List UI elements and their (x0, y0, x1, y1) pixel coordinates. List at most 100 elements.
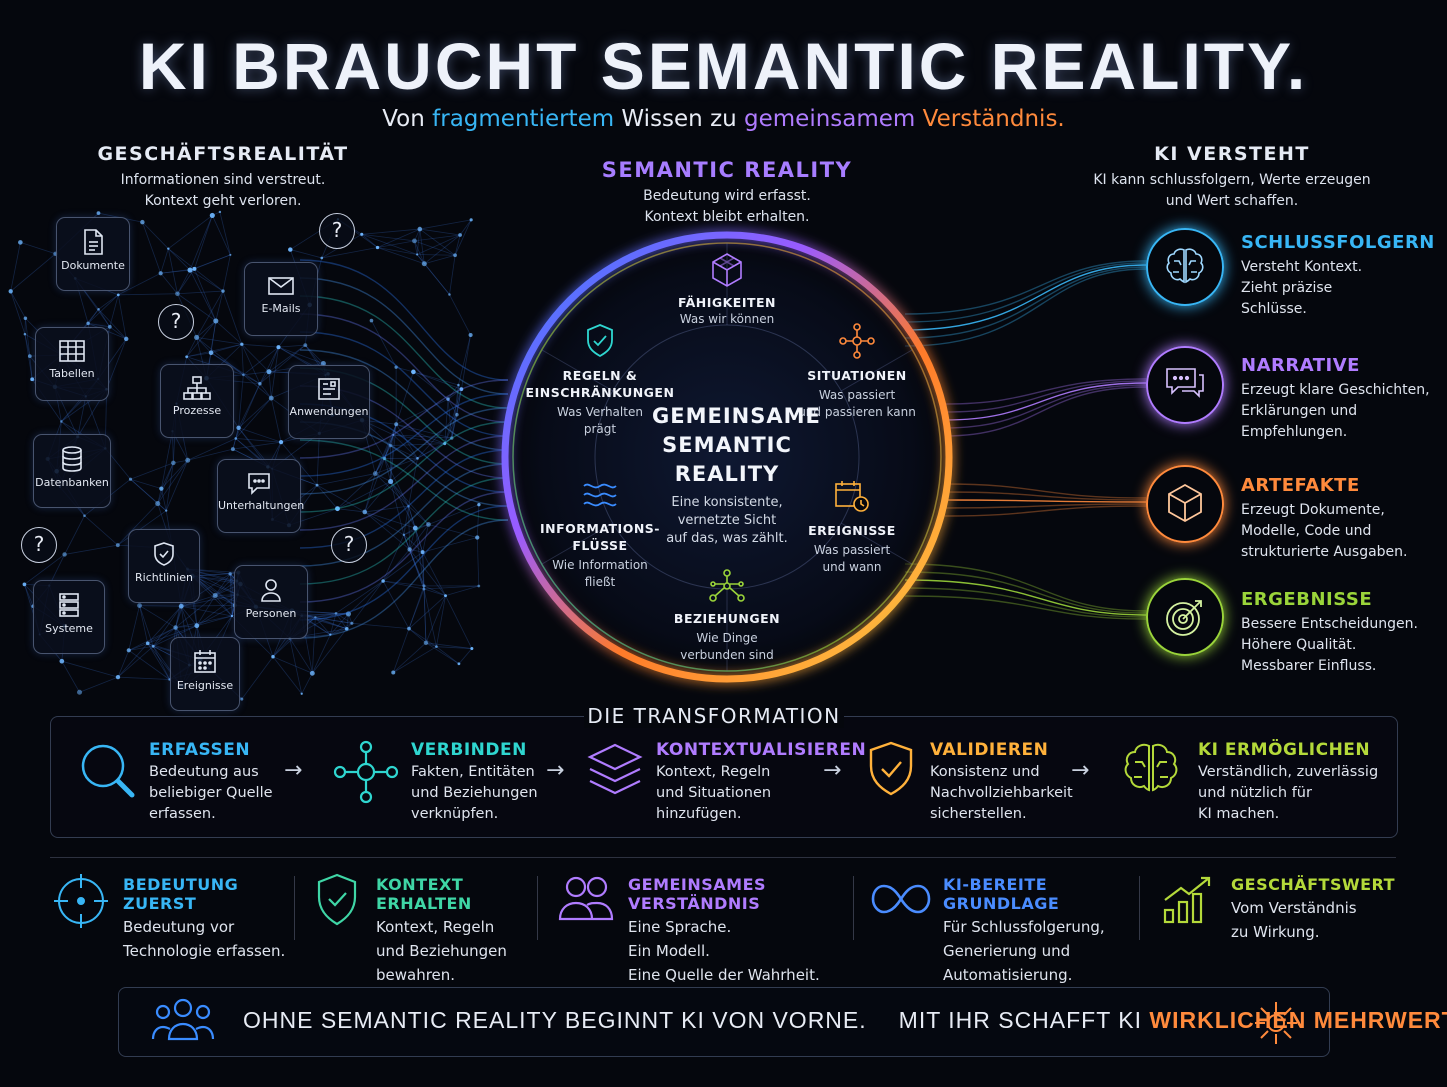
core-title-line: REALITY (674, 462, 780, 486)
outflow-strand (904, 587, 1147, 618)
network-link (24, 334, 31, 357)
footer-right-icon-wrap (1253, 1000, 1299, 1050)
center-text: Bedeutung wird erfasst. Kontext bleibt e… (577, 186, 877, 228)
network-node (345, 611, 352, 617)
benefit-line: Bedeutung vor (123, 918, 235, 936)
outcome-artefakte: ARTEFAKTE Erzeugt Dokumente, Modelle, Co… (1241, 475, 1441, 563)
network-node (394, 365, 398, 369)
calendar-clock-icon (835, 481, 869, 512)
network-link (408, 628, 427, 644)
network-node (443, 442, 447, 446)
section-divider (50, 857, 1396, 858)
main-title: KI BRAUCHT SEMANTIC REALITY. (138, 29, 1309, 103)
inflow-strand (299, 349, 509, 451)
network-node (394, 422, 399, 427)
network-node (208, 350, 214, 356)
segment-title: FLÜSSE (572, 538, 628, 553)
network-link (189, 215, 213, 271)
network-node (457, 662, 461, 666)
network-link (396, 423, 445, 444)
network-node (335, 506, 340, 512)
network-node (315, 483, 319, 487)
network-link (272, 637, 291, 658)
network-link (196, 337, 244, 376)
network-node (194, 334, 200, 340)
network-link (211, 215, 231, 256)
benefit-line: Eine Quelle der Wahrheit. (628, 966, 820, 984)
layers-icon (587, 743, 643, 795)
network-link (194, 268, 217, 322)
network-node (362, 509, 368, 515)
outcome-title: ARTEFAKTE (1241, 475, 1360, 496)
center-heading: SEMANTIC REALITY (601, 158, 853, 182)
step-line: erfassen. (149, 806, 216, 822)
source-label: Tabellen (49, 367, 95, 380)
network-link (393, 434, 418, 459)
growth-chart-icon (1163, 876, 1211, 924)
network-link (414, 234, 461, 242)
subtitle-space (915, 106, 922, 132)
network-link (238, 397, 272, 429)
network-link (396, 423, 452, 439)
benefit-line: zu Wirkung. (1231, 923, 1320, 941)
footer-banner (118, 987, 1330, 1057)
network-node (159, 486, 164, 491)
benefit-title: BEDEUTUNG ZUERST (123, 875, 239, 913)
outcome-ergebnisse-circle (1146, 578, 1224, 656)
inflow-strand (299, 435, 509, 531)
source-label: Prozesse (172, 404, 222, 417)
segment-informationsfluesse: INFORMATIONS- FLÜSSE Wie Information fli… (535, 478, 665, 591)
network-link (210, 352, 261, 385)
network-link (289, 637, 313, 674)
network-link (377, 228, 420, 248)
network-link (157, 462, 174, 504)
network-node (475, 535, 480, 540)
network-node (185, 457, 191, 463)
network-link (329, 613, 337, 635)
network-link (364, 511, 405, 536)
network-node (23, 316, 28, 320)
network-link (403, 506, 409, 535)
network-node (388, 478, 394, 485)
network-node (469, 218, 473, 222)
network-link (177, 293, 217, 322)
inflow-strand (299, 313, 509, 423)
network-link (168, 215, 213, 249)
subtitle-highlight-blue: fragmentiertem (432, 106, 615, 132)
question-mark-icon: ? (21, 527, 57, 563)
network-link (181, 595, 216, 607)
network-node (457, 383, 460, 387)
benefit-gemeinsames-verstaendnis: GEMEINSAMES VERSTÄNDNIS Eine Sprache. Ei… (628, 875, 848, 987)
network-link (147, 625, 197, 644)
transformation-heading: DIE TRANSFORMATION (584, 704, 844, 728)
network-link (393, 642, 427, 673)
inflow-strand (299, 519, 509, 639)
network-link (396, 366, 414, 373)
network-link (414, 240, 456, 256)
network-link (361, 233, 415, 242)
network-link (447, 399, 453, 439)
network-link (128, 627, 176, 651)
network-link (454, 219, 472, 256)
subtitle-part: Von (382, 106, 433, 132)
network-link (384, 424, 397, 459)
segment-title: INFORMATIONS- (539, 521, 660, 536)
center-line: Bedeutung wird erfasst. (643, 188, 811, 204)
outcome-line: Modelle, Code und (1241, 523, 1372, 539)
source-label: Unterhaltungen (218, 499, 305, 512)
network-link (414, 527, 424, 553)
network-node (178, 603, 184, 609)
network-link (196, 337, 242, 345)
network-link (181, 605, 233, 617)
left-text: Informationen sind verstreut. Kontext ge… (73, 170, 373, 212)
network-link (118, 272, 161, 296)
network-link (117, 650, 130, 678)
network-node (86, 321, 90, 326)
network-link (238, 374, 244, 428)
network-link (316, 484, 365, 513)
segment-title: EREIGNISSE (808, 523, 896, 538)
network-node (309, 670, 315, 676)
benefit-ki-bereite-grundlage: KI-BEREITE GRUNDLAGE Für Schlussfolgerun… (943, 875, 1133, 987)
network-node (76, 689, 83, 695)
outcome-artefakte-circle (1146, 465, 1224, 543)
